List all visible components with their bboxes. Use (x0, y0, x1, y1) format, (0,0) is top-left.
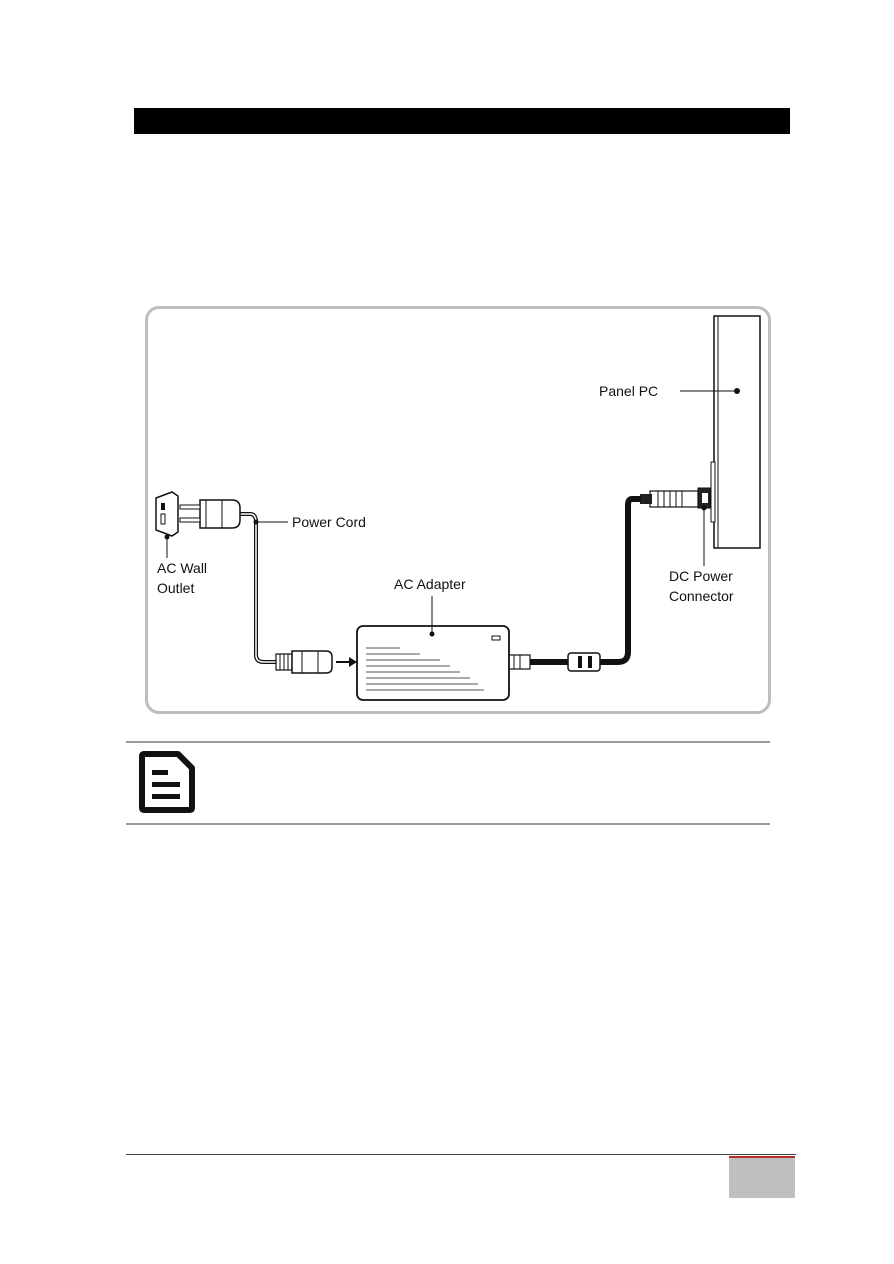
note-document-icon (139, 751, 195, 813)
dc-power-connector-label-line2: Connector (669, 588, 734, 604)
panel-pc-label: Panel PC (599, 383, 659, 399)
dc-power-connector-label-line1: DC Power (669, 568, 733, 584)
note-top-rule (126, 741, 770, 743)
plug-in-arrow (336, 657, 357, 667)
section-header-bar (134, 108, 790, 134)
ac-wall-outlet-label-line1: AC Wall (157, 560, 208, 576)
footer-rule (126, 1154, 796, 1155)
power-cord-illustration (179, 499, 333, 674)
dc-connector-illustration (640, 487, 711, 566)
wall-outlet-illustration (155, 491, 179, 558)
ac-wall-outlet-label-line2: Outlet (157, 580, 195, 596)
panel-pc-illustration (680, 315, 761, 549)
dc-cable-illustration (507, 496, 641, 672)
ac-adapter-illustration (356, 596, 510, 701)
connection-diagram-frame (145, 306, 771, 714)
ac-adapter-label: AC Adapter (394, 576, 466, 592)
power-cord-label: Power Cord (292, 514, 366, 530)
page-number-box (729, 1156, 795, 1198)
note-bottom-rule (126, 823, 770, 825)
